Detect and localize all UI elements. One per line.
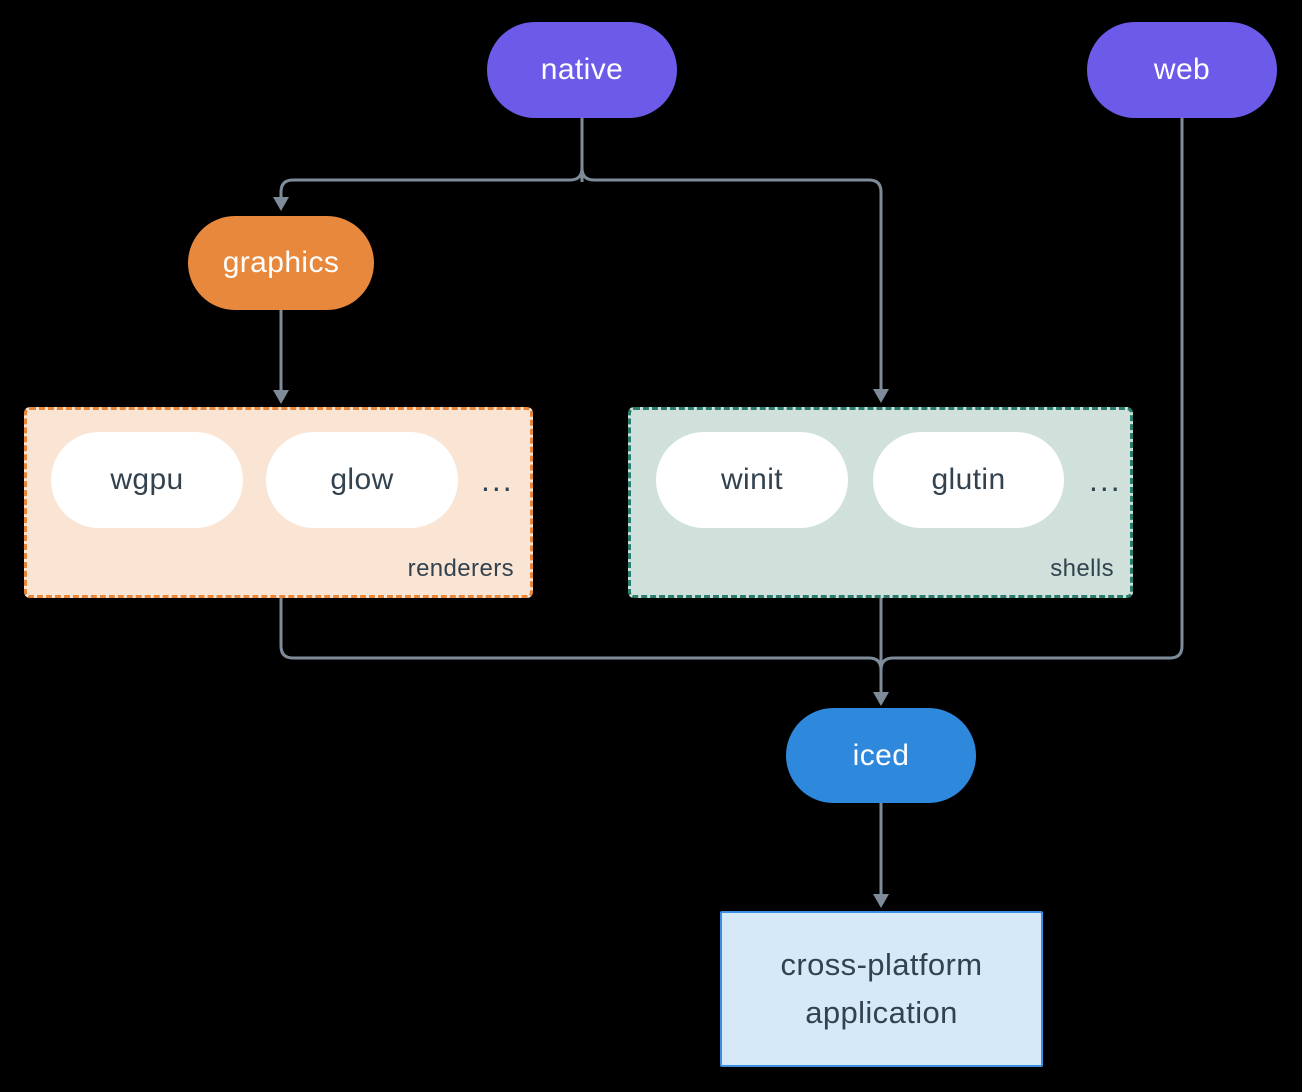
wire-native-to-graphics bbox=[279, 167, 584, 197]
shells-ellipsis: ... bbox=[1089, 461, 1122, 498]
group-renderers: wgpu glow ... renderers bbox=[24, 407, 533, 598]
node-native: native bbox=[487, 22, 677, 118]
arrowhead-graphics bbox=[273, 197, 289, 211]
pill-glow: glow bbox=[266, 432, 458, 528]
wire-native-to-shells bbox=[580, 167, 883, 389]
group-shells: winit glutin ... shells bbox=[628, 407, 1133, 598]
node-iced: iced bbox=[786, 708, 976, 803]
application-box: cross-platform application bbox=[720, 911, 1043, 1067]
arrowhead-shells bbox=[873, 389, 889, 403]
application-label: cross-platform application bbox=[780, 947, 983, 1030]
wire-renderers-to-iced bbox=[279, 598, 883, 671]
shells-label: shells bbox=[1050, 555, 1114, 582]
arrowhead-iced bbox=[873, 692, 889, 706]
renderers-label: renderers bbox=[407, 555, 514, 582]
pill-winit: winit bbox=[656, 432, 848, 528]
node-graphics: graphics bbox=[188, 216, 374, 310]
shells-pill-row: winit glutin ... bbox=[656, 432, 1122, 528]
pill-glutin: glutin bbox=[873, 432, 1064, 528]
arrowhead-renderers bbox=[273, 390, 289, 404]
node-web: web bbox=[1087, 22, 1277, 118]
pill-wgpu: wgpu bbox=[51, 432, 243, 528]
renderers-ellipsis: ... bbox=[481, 461, 514, 498]
renderers-pill-row: wgpu glow ... bbox=[51, 432, 514, 528]
arrowhead-application bbox=[873, 894, 889, 908]
